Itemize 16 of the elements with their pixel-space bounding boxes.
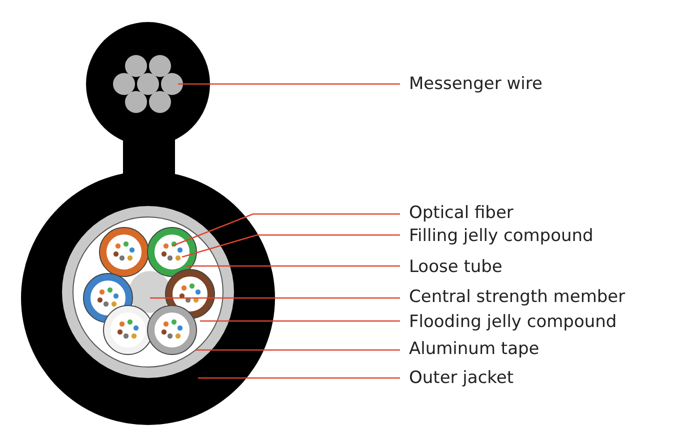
leader-line xyxy=(150,297,400,299)
part-label: Filling jelly compound xyxy=(409,226,594,246)
leader-line xyxy=(178,83,400,85)
part-label: Aluminum tape xyxy=(409,339,540,359)
leader-line xyxy=(200,320,400,322)
part-label: Messenger wire xyxy=(409,74,542,94)
part-label: Central strength member xyxy=(409,287,626,307)
part-label: Outer jacket xyxy=(409,368,514,388)
leader-line xyxy=(198,377,400,379)
leader-line xyxy=(172,213,400,247)
part-label: Loose tube xyxy=(409,257,502,277)
part-label: Optical fiber xyxy=(409,203,514,223)
part-label: Flooding jelly compound xyxy=(409,312,617,332)
leader-line xyxy=(195,349,400,351)
leader-line xyxy=(186,265,400,267)
leader-line xyxy=(182,234,400,258)
